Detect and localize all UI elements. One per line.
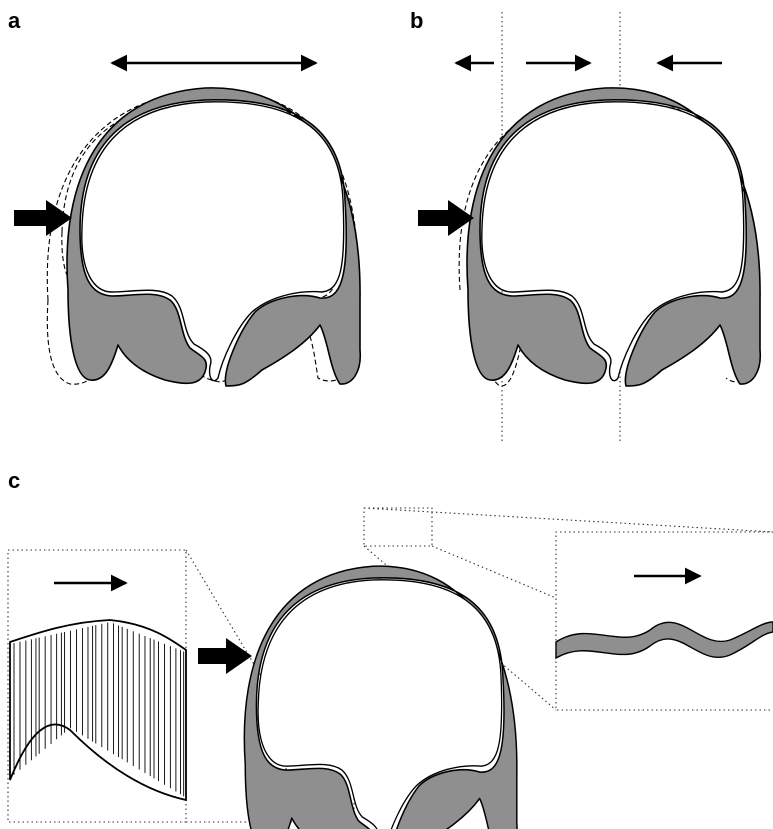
skull-cross-section-a (67, 88, 360, 386)
panel-c: c (8, 468, 773, 829)
panel-label-a: a (8, 8, 21, 33)
panel-a: a (8, 8, 360, 386)
suture-detail (10, 620, 186, 800)
projection-line-3 (364, 508, 773, 532)
pressure-arrow-a (14, 200, 72, 236)
panel-b: b (410, 8, 760, 442)
panel-label-b: b (410, 8, 423, 33)
panel-label-c: c (8, 468, 20, 493)
projection-line-5 (432, 546, 556, 598)
skull-cross-section-b (467, 88, 760, 386)
zoom-box-right (556, 532, 773, 710)
zoom-source-box-upper (364, 508, 432, 546)
pressure-arrow-c (198, 638, 252, 674)
skull-cross-section-c (244, 566, 517, 829)
wavy-bone-detail (556, 622, 773, 658)
